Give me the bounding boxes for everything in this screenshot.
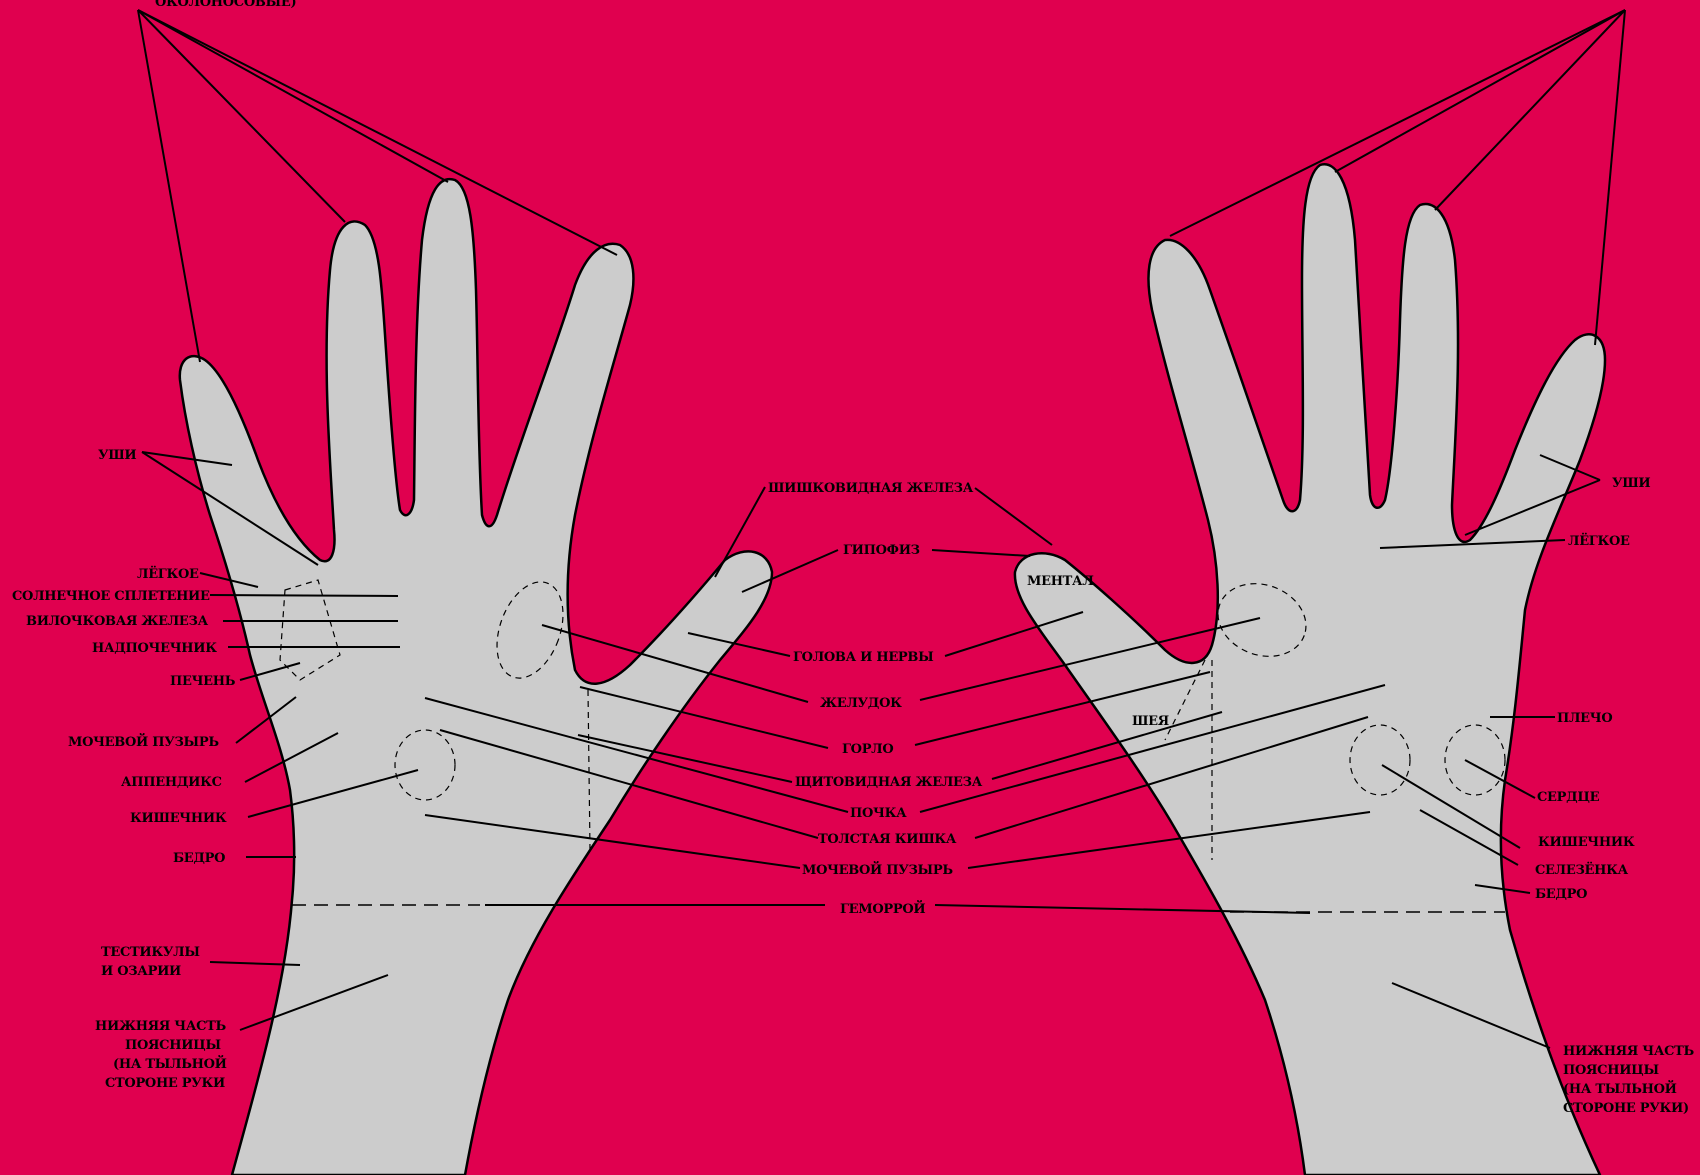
left-lower-back-label-1: НИЖНЯЯ ЧАСТЬ [95,1019,227,1034]
right-intestine-zone [1349,724,1411,796]
right-lung-label: ЛЁГКОЕ [1568,533,1630,549]
right-lower-back-label-2: ПОЯСНИЦЫ [1563,1063,1659,1078]
right-lower-back-label-1: НИЖНЯЯ ЧАСТЬ [1563,1044,1695,1059]
left-lung-label: ЛЁГКОЕ [137,566,199,582]
left-kidney-zone [587,689,591,851]
right-intestine-label: КИШЕЧНИК [1538,835,1635,850]
right-heart-zone [1444,724,1506,796]
left-bladder-label: МОЧЕВОЙ ПУЗЫРЬ [68,733,219,750]
left-hip-label: БЕДРО [173,851,225,866]
colon-label: ТОЛСТАЯ КИШКА [818,832,957,847]
left-lower-back-label-3: (НА ТЫЛЬНОЙ [113,1055,227,1072]
kidney-label: ПОЧКА [850,806,907,821]
left-lower-back-label-2: ПОЯСНИЦЫ [125,1038,221,1053]
stomach-label: ЖЕЛУДОК [820,696,902,711]
left-lower-back-label-4: СТОРОНЕ РУКИ [105,1076,225,1091]
left-thymus-label: ВИЛОЧКОВАЯ ЖЕЛЕЗА [26,614,209,629]
left-liver-zone [279,579,341,681]
left-appendix-label: АППЕНДИКС [121,775,222,790]
right-neck-zone [1164,659,1213,860]
pituitary-label: ГИПОФИЗ [843,543,920,558]
right-heart-label: СЕРДЦЕ [1537,790,1600,805]
left-adrenal-label: НАДПОЧЕЧНИК [92,641,217,656]
left-testicles-label-1: ТЕСТИКУЛЫ [101,945,200,960]
left-solar-plexus-label: СОЛНЕЧНОЕ СПЛЕТЕНИЕ [12,589,210,604]
hemorrhoids-label: ГЕМОРРОЙ [840,900,925,917]
top-label: ОКОЛОНОСОВЫЕ) [155,0,296,10]
left-intestine-zone [394,729,456,801]
right-lower-back-label-3: (НА ТЫЛЬНОЙ [1563,1080,1677,1097]
pineal-label: ШИШКОВИДНАЯ ЖЕЛЕЗА [768,481,974,496]
right-ears-label: УШИ [1612,476,1650,491]
right-stomach-zone [1217,583,1307,657]
head-nerves-label: ГОЛОВА И НЕРВЫ [793,650,934,665]
thyroid-label: ЩИТОВИДНАЯ ЖЕЛЕЗА [795,775,983,790]
right-shoulder-label: ПЛЕЧО [1557,711,1612,726]
left-ears-label: УШИ [98,448,136,463]
mental-label: МЕНТАЛ [1027,574,1094,589]
left-intestine-label: КИШЕЧНИК [130,811,227,826]
left-testicles-label-2: И ОЗАРИИ [101,964,181,979]
left-stomach-zone [496,581,564,679]
neck-label: ШЕЯ [1132,714,1169,729]
right-hand [1013,163,1607,1175]
center-bladder-label: МОЧЕВОЙ ПУЗЫРЬ [802,861,953,878]
left-liver-label: ПЕЧЕНЬ [170,674,236,689]
leader-lines [137,9,1626,1049]
right-lower-back-label-4: СТОРОНЕ РУКИ) [1563,1101,1689,1116]
right-spleen-label: СЕЛЕЗЁНКА [1535,862,1629,878]
throat-label: ГОРЛО [842,742,893,757]
right-hip-label: БЕДРО [1535,887,1587,902]
left-hand [178,177,774,1175]
